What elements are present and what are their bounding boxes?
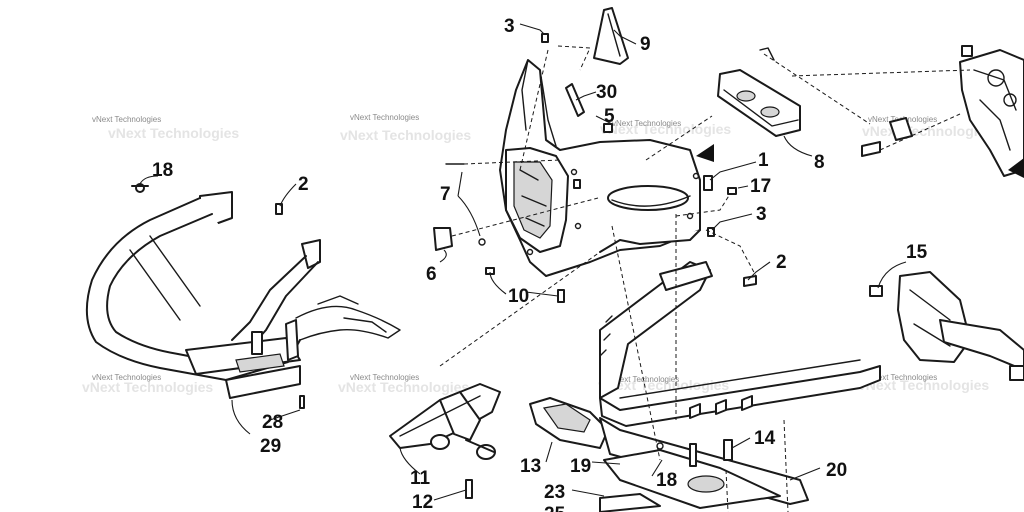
callout-2: 2 xyxy=(298,174,309,195)
callout-11: 11 xyxy=(410,468,431,489)
watermark: vNext Technologies xyxy=(350,373,419,382)
watermark-large: vNext Technologies xyxy=(82,379,213,395)
callout-30: 30 xyxy=(596,82,617,103)
callout-23: 23 xyxy=(544,482,565,503)
callout-20: 20 xyxy=(826,460,847,481)
watermark-large: vNext Technologies xyxy=(338,379,469,395)
direction-arrow-icon xyxy=(696,144,714,162)
callout-10: 10 xyxy=(508,286,529,307)
small-parts-left xyxy=(433,33,757,303)
direction-arrow-icon xyxy=(1008,158,1024,178)
watermark: vNext Technologies xyxy=(92,115,161,124)
callout-12: 12 xyxy=(412,492,433,512)
deflector-part-9 xyxy=(593,7,629,65)
watermark: vNext Technologies xyxy=(868,373,937,382)
watermark-large: vNext Technologies xyxy=(858,377,989,393)
callout-14: 14 xyxy=(754,428,776,449)
callout-25: 25 xyxy=(544,504,566,512)
callout-18: 18 xyxy=(152,160,173,181)
strip-part-30 xyxy=(565,83,585,117)
callout-19: 19 xyxy=(570,456,591,477)
front-cowl xyxy=(499,59,701,277)
callout-18: 18 xyxy=(656,470,677,491)
watermark-large: vNext Technologies xyxy=(108,125,239,141)
callout-17: 17 xyxy=(750,176,771,197)
watermark: vNext Technologies xyxy=(610,375,679,384)
side-bracket-part-15 xyxy=(869,271,1024,381)
watermarks: vNext Technologies vNext Technologies vN… xyxy=(82,113,993,395)
callout-3: 3 xyxy=(504,16,515,37)
alignment-lines xyxy=(439,45,971,512)
watermark: vNext Technologies xyxy=(612,119,681,128)
watermark-large: vNext Technologies xyxy=(340,127,471,143)
upper-right-assembly xyxy=(759,45,1024,177)
callout-8: 8 xyxy=(814,152,825,173)
callout-6: 6 xyxy=(426,264,437,285)
watermark-large: vNext Technologies xyxy=(598,377,729,393)
callout-1: 1 xyxy=(758,150,769,171)
callout-3: 3 xyxy=(756,204,767,225)
direction-arrows xyxy=(696,144,1024,178)
watermark: vNext Technologies xyxy=(92,373,161,382)
callout-28: 28 xyxy=(262,412,283,433)
front-frame xyxy=(529,261,881,512)
callout-13: 13 xyxy=(520,456,541,477)
callout-15: 15 xyxy=(906,242,928,263)
plate-part-8 xyxy=(717,69,801,137)
callout-labels: 3 9 30 5 1 8 17 3 7 6 10 2 18 2 15 28 29… xyxy=(152,16,928,512)
callout-2: 2 xyxy=(776,252,787,273)
bracket-part-11 xyxy=(389,383,501,499)
callout-29: 29 xyxy=(260,436,281,457)
callout-9: 9 xyxy=(640,34,651,55)
callout-5: 5 xyxy=(604,106,615,127)
front-bumper xyxy=(85,183,401,409)
leader-lines xyxy=(139,23,907,501)
watermark: vNext Technologies xyxy=(350,113,419,122)
callout-7: 7 xyxy=(440,184,451,205)
